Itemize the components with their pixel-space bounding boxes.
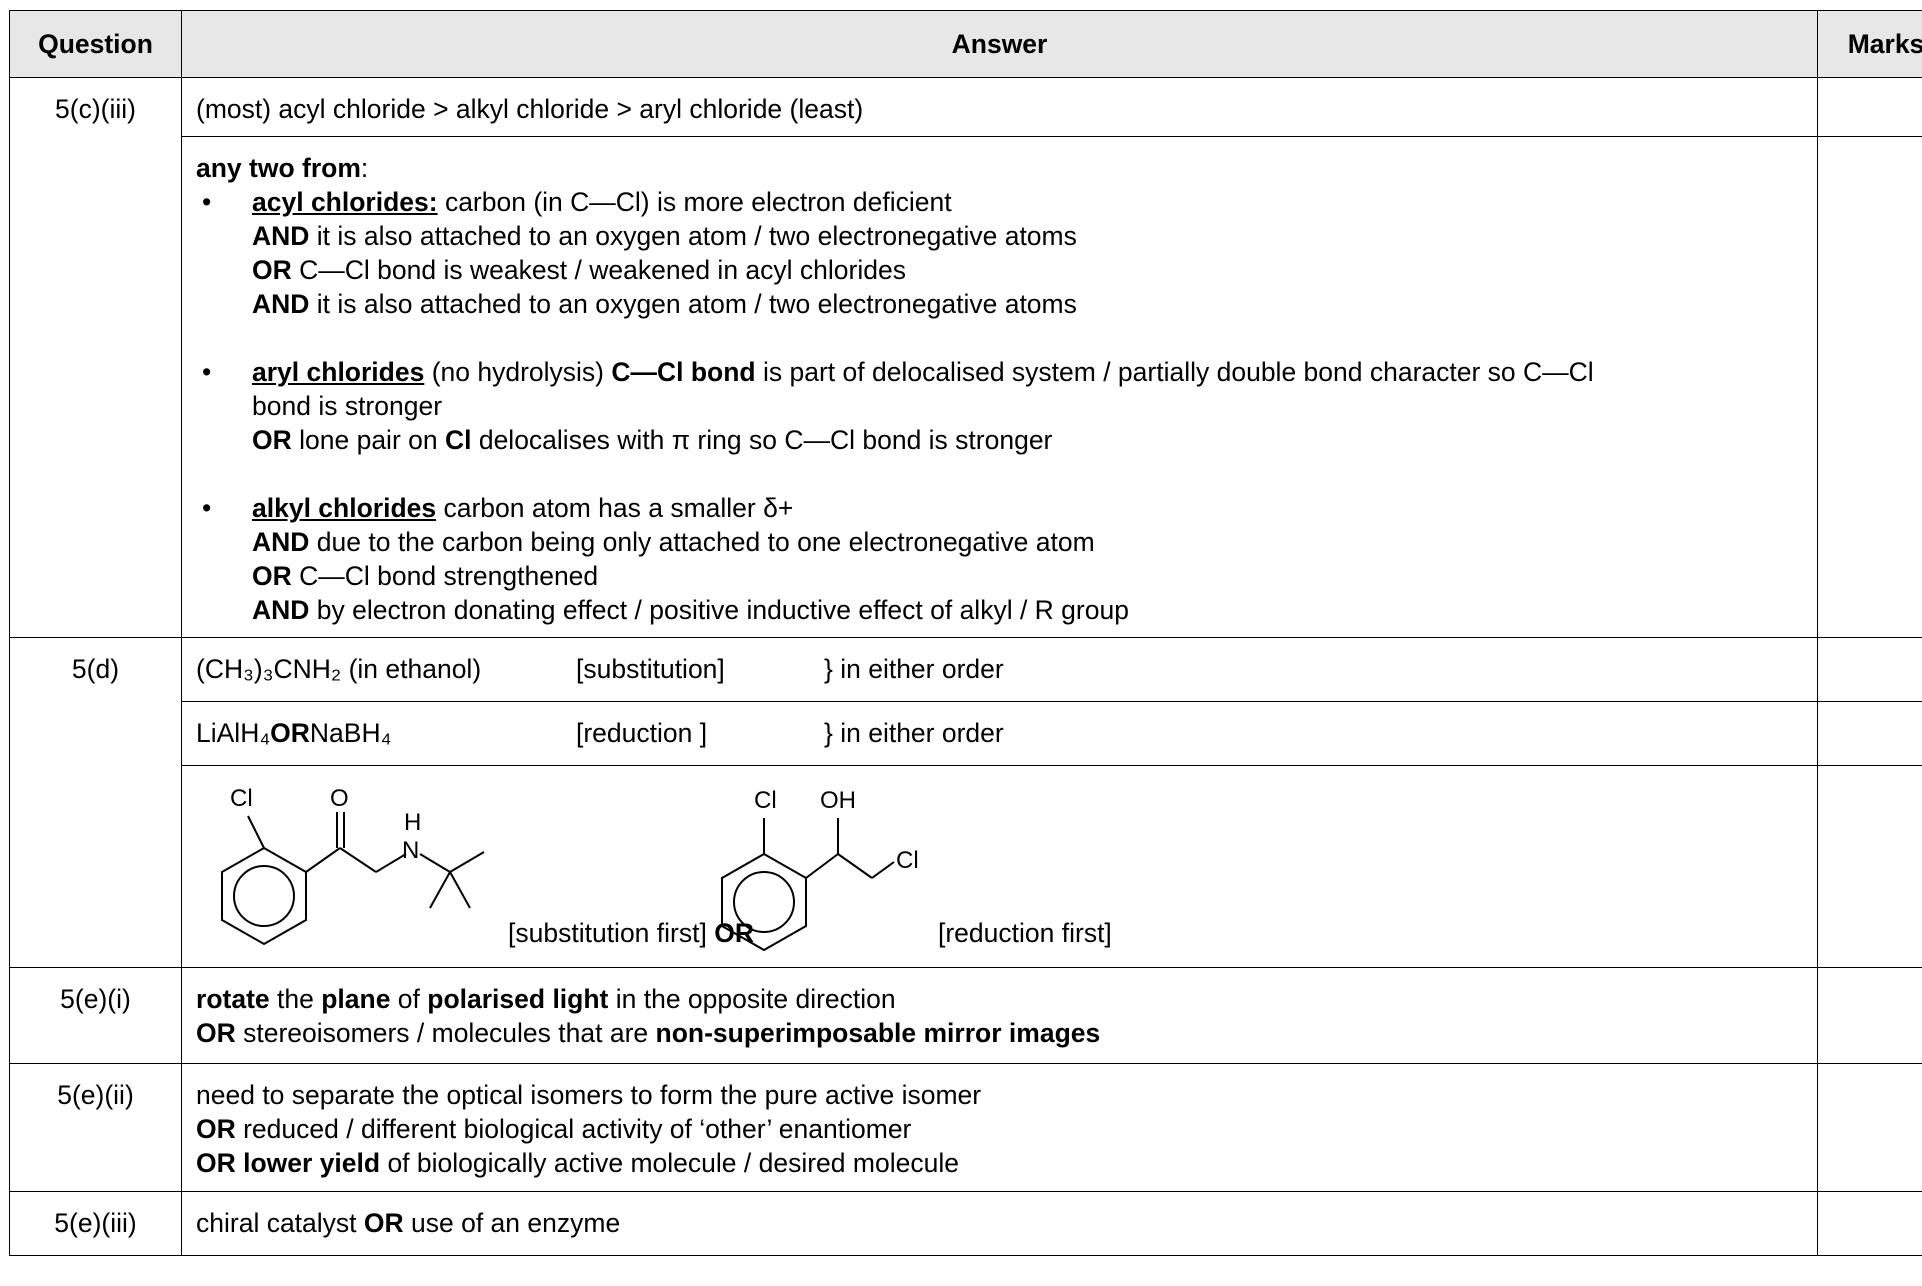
reagent-text: LiAlH₄ OR NaBH₄: [196, 718, 392, 748]
header-question: Question: [9, 10, 182, 78]
marks-cell: 1: [1817, 1063, 1922, 1192]
reaction-type: [reduction ]: [576, 718, 708, 748]
table-row: LiAlH₄ OR NaBH₄ [reduction ] } in either o…: [10, 701, 1922, 766]
order-note: } in either order: [824, 718, 1004, 748]
table-row: Cl O H N Cl OH Cl [substitution first] O…: [10, 765, 1922, 968]
bond-ch-ch2: [837, 853, 873, 879]
question-cell: 5(c)(iii): [9, 77, 182, 638]
order-note: } in either order: [824, 654, 1004, 684]
atom-n-label: N: [402, 837, 419, 864]
marks-cell: 1: [1817, 637, 1922, 702]
answer-cell: Cl O H N Cl OH Cl [substitution first] O…: [181, 765, 1818, 968]
intro-line: any two from:: [196, 153, 369, 183]
answer-cell: any two from: acyl chlorides: carbon (in…: [181, 136, 1818, 638]
aromatic-circle-2: [733, 871, 795, 933]
marks-cell: 1: [1817, 967, 1922, 1064]
marks-cell: 1: [1817, 77, 1922, 137]
marks-cell: 1: [1817, 765, 1922, 968]
table-row: 5(e)(i) rotate the plane of polarised li…: [9, 967, 1922, 1064]
atom-cl-label: Cl: [896, 847, 919, 874]
table-row: 5(e)(iii) chiral catalyst OR use of an e…: [9, 1191, 1922, 1256]
bond-ch2-cl: [871, 861, 895, 879]
atom-cl-label: Cl: [230, 785, 253, 812]
atom-h-label: H: [404, 809, 421, 836]
aromatic-circle-1: [233, 865, 295, 927]
header-marks: Marks: [1817, 10, 1922, 78]
reaction-type: [substitution]: [576, 654, 725, 684]
question-cell: 5(e)(iii): [9, 1191, 182, 1256]
table-header-row: Question Answer Marks: [9, 10, 1922, 78]
bond-ring-co: [305, 847, 341, 873]
bond-n-c: [419, 853, 451, 873]
answer-cell: chiral catalyst OR use of an enzyme: [181, 1191, 1818, 1256]
question-cell: 5(e)(ii): [9, 1063, 182, 1192]
intermediate-structures: Cl O H N Cl OH Cl: [221, 785, 919, 952]
bond-ch2-n: [375, 853, 407, 873]
header-answer: Answer: [181, 10, 1818, 78]
label-reduction-first: [reduction first]: [938, 918, 1112, 948]
marks-cell: 2: [1817, 136, 1922, 638]
atom-o-label: O: [330, 785, 349, 812]
bullet-acyl: acyl chlorides: carbon (in C—Cl) is more…: [196, 185, 1803, 321]
answer-cell: (most) acyl chloride > alkyl chloride > …: [181, 77, 1818, 137]
bond-c-me1: [449, 851, 485, 873]
answer-cell: (CH₃)₃CNH₂ (in ethanol) [substitution] } i…: [181, 637, 1818, 702]
marks-cell: 1: [1817, 1191, 1922, 1256]
bond-c-me2: [429, 871, 451, 909]
bullet-aryl: aryl chlorides (no hydrolysis) C—Cl bond…: [196, 355, 1803, 457]
answer-cell: LiAlH₄ OR NaBH₄ [reduction ] } in either o…: [181, 701, 1818, 766]
table-row: 5(c)(iii) (most) acyl chloride > alkyl c…: [9, 77, 1922, 638]
reagent-text: (CH₃)₃CNH₂ (in ethanol): [196, 654, 482, 684]
answer-text: (most) acyl chloride > alkyl chloride > …: [196, 94, 864, 124]
label-substitution-first: [substitution first] OR: [508, 918, 754, 948]
bond-c-ch2: [339, 847, 377, 873]
question-cell: 5(d): [9, 637, 182, 968]
bond-c-me3: [449, 871, 471, 909]
bullet-alkyl: alkyl chlorides carbon atom has a smalle…: [196, 491, 1803, 627]
atom-oh-label: OH: [820, 787, 856, 814]
marks-cell: 1: [1817, 701, 1922, 766]
table-row: 5(d) (CH₃)₃CNH₂ (in ethanol) [substitutio…: [9, 637, 1922, 968]
table-row: any two from: acyl chlorides: carbon (in…: [10, 136, 1922, 638]
question-cell: 5(e)(i): [9, 967, 182, 1064]
atom-cl-label: Cl: [754, 787, 777, 814]
answer-cell: need to separate the optical isomers to …: [181, 1063, 1818, 1192]
bond-ring-choh: [805, 853, 839, 879]
answer-cell: rotate the plane of polarised light in t…: [181, 967, 1818, 1064]
mark-scheme-table: Question Answer Marks 5(c)(iii) (most) a…: [9, 10, 1922, 1256]
mark-scheme-page: Question Answer Marks 5(c)(iii) (most) a…: [9, 10, 1922, 1256]
structures-area: Cl O H N Cl OH Cl [substitution first] O…: [182, 766, 1817, 954]
table-row: 5(e)(ii) need to separate the optical is…: [9, 1063, 1922, 1192]
bond-ccl-1: [247, 815, 265, 849]
